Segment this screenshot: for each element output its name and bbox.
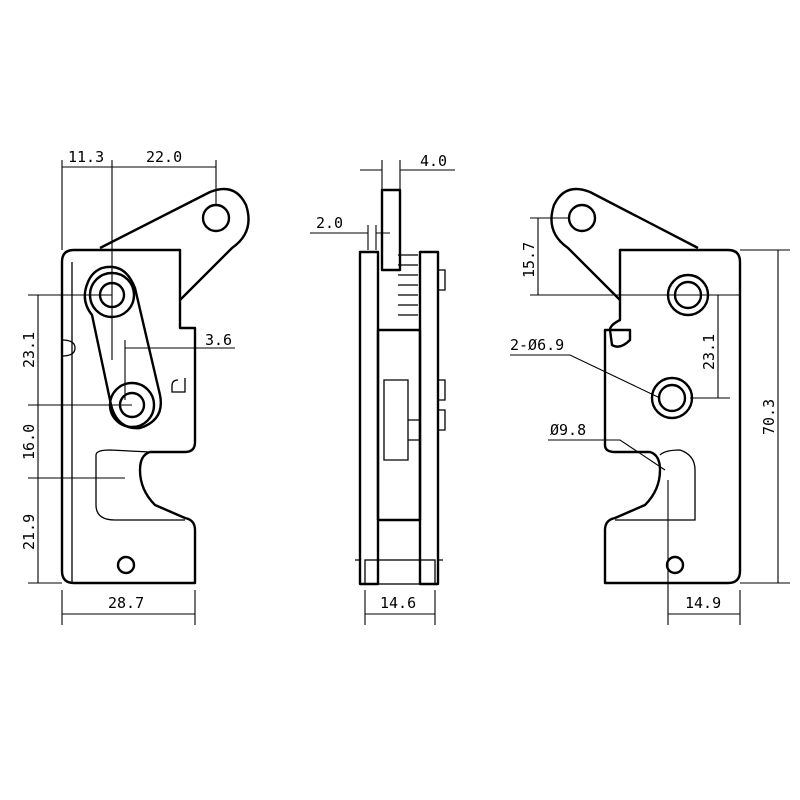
- side-width-dim-lines: [364, 590, 436, 625]
- right-arm-hole: [567, 203, 597, 233]
- left-view: 11.3 22.0 3.6 23.1 16.0 21.9 28.7: [20, 148, 250, 625]
- left-vertical-dim-lines: [28, 294, 132, 584]
- side-spring: [398, 254, 418, 316]
- side-hub: [383, 379, 420, 461]
- dim-14-6: 14.6: [380, 594, 416, 612]
- dim-d9-8: Ø9.8: [550, 421, 586, 439]
- dim-28-7: 28.7: [108, 594, 144, 612]
- left-offset-dim-lines: [124, 340, 235, 400]
- dim-70-3: 70.3: [760, 399, 778, 435]
- dim-4-0: 4.0: [420, 152, 447, 170]
- side-rivets: [355, 269, 446, 561]
- left-body-outline: [60, 248, 197, 585]
- right-hole-leader: [510, 354, 661, 399]
- dim-11-3: 11.3: [68, 148, 104, 166]
- dim-3-6: 3.6: [205, 331, 232, 349]
- left-width-dim-lines: [61, 590, 196, 625]
- side-plate-left: [358, 250, 380, 586]
- dim-2-d6-9: 2-Ø6.9: [510, 336, 564, 354]
- left-slot: [95, 449, 185, 521]
- dim-23-1-left: 23.1: [20, 332, 38, 368]
- right-view: 15.7 2-Ø6.9 23.1 Ø9.8 70.3 14.9: [510, 187, 790, 625]
- dim-22-0: 22.0: [146, 148, 182, 166]
- right-body-outline: [603, 248, 742, 585]
- dim-14-9: 14.9: [685, 594, 721, 612]
- dim-2-0: 2.0: [316, 214, 343, 232]
- right-pin-hole: [665, 555, 685, 575]
- dim-16-0: 16.0: [20, 424, 38, 460]
- right-hole-bottom-inner: [657, 383, 687, 413]
- right-slot-leader: [548, 439, 666, 471]
- side-top-dim-lines: [360, 160, 455, 190]
- right-arm: [550, 187, 699, 301]
- dim-15-7: 15.7: [520, 242, 538, 278]
- left-arm-hole: [201, 203, 231, 233]
- left-pin-hole: [116, 555, 136, 575]
- side-plate-dim-lines: [310, 225, 390, 250]
- side-rotor: [376, 328, 422, 522]
- side-arm: [380, 188, 402, 272]
- dim-23-1-right: 23.1: [700, 334, 718, 370]
- side-base: [364, 559, 436, 585]
- left-notch: [61, 339, 76, 357]
- dim-21-9: 21.9: [20, 514, 38, 550]
- right-arm-dim-lines: [530, 217, 740, 296]
- right-spacing-dim-lines: [690, 295, 730, 399]
- left-link: [83, 265, 162, 430]
- right-slot: [615, 449, 696, 521]
- side-plate-right: [418, 250, 440, 586]
- left-top-dim-lines: [61, 160, 217, 360]
- right-offset-dim-lines: [667, 480, 741, 625]
- left-arm: [99, 187, 250, 301]
- right-height-dim-lines: [740, 249, 790, 584]
- left-detent: [171, 378, 186, 393]
- side-view: 4.0 2.0 14.6: [310, 152, 455, 625]
